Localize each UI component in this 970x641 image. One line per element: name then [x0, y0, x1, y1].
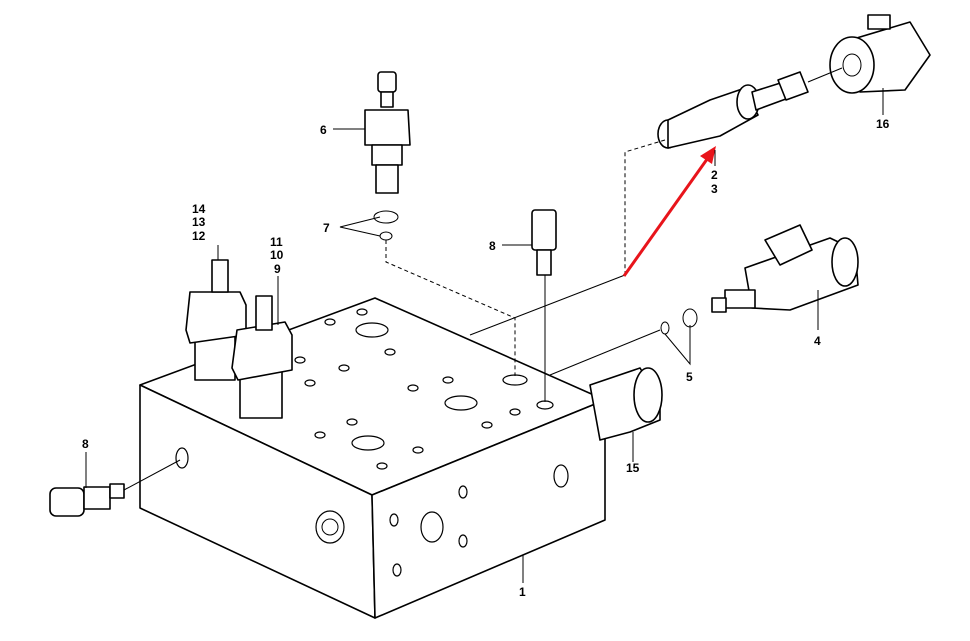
leader-lines	[85, 88, 884, 583]
highlight-arrow	[622, 146, 716, 277]
label-9: 9	[274, 262, 281, 276]
label-15: 15	[626, 461, 640, 475]
label-4: 4	[814, 334, 821, 348]
label-2: 2	[711, 168, 718, 182]
label-8-top: 8	[489, 239, 496, 253]
coil-16	[807, 14, 931, 94]
label-11: 11	[270, 235, 283, 249]
plug-8-left	[49, 459, 181, 517]
sensor-9-11	[231, 295, 293, 419]
label-16: 16	[876, 117, 890, 131]
label-10: 10	[270, 248, 284, 262]
label-3: 3	[711, 182, 718, 196]
label-13: 13	[192, 215, 206, 229]
plug-8-top	[531, 209, 557, 276]
label-5: 5	[686, 370, 693, 384]
label-8-left: 8	[82, 437, 89, 451]
relief-valve-6	[364, 71, 411, 241]
label-7: 7	[323, 221, 330, 235]
label-14: 14	[192, 202, 206, 216]
plug-15	[589, 367, 663, 441]
label-6: 6	[320, 123, 327, 137]
label-12: 12	[192, 229, 206, 243]
solenoid-valve-4	[660, 224, 859, 335]
label-1: 1	[519, 585, 526, 599]
cartridge-2-3	[657, 71, 809, 149]
